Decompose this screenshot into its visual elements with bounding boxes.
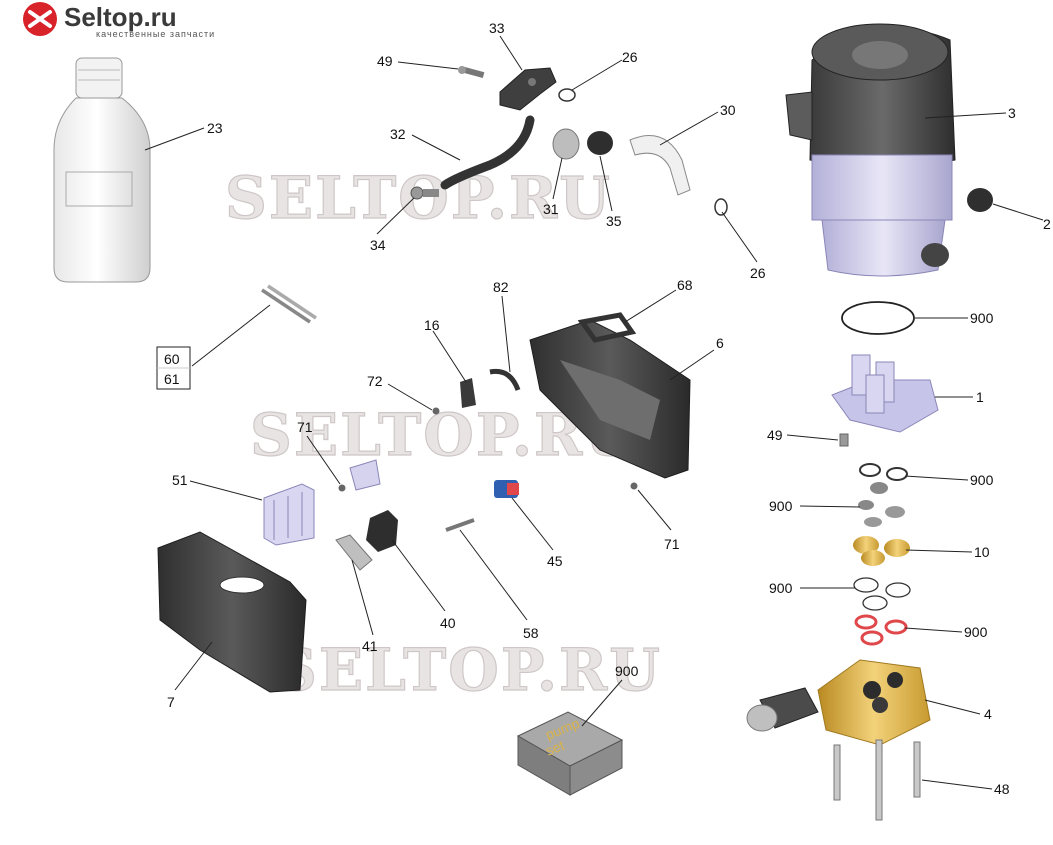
label-4: 4 (984, 706, 992, 722)
leader-lines (144, 35, 1044, 790)
part-900-seal-set (858, 463, 908, 527)
part-30-elbow (629, 135, 691, 196)
label-71: 71 (297, 419, 313, 435)
label-30: 30 (720, 102, 736, 118)
label-51: 51 (172, 472, 188, 488)
pump-set-box: pump set (516, 711, 624, 796)
label-82: 82 (493, 279, 509, 295)
part-82-cable (489, 368, 521, 391)
part-48-bolts (833, 739, 921, 821)
part-900-red-seals (854, 614, 908, 646)
label-32: 32 (390, 126, 406, 142)
part-3-motor (785, 23, 956, 277)
part-2-cap (967, 188, 993, 212)
pump-set-line2: set (543, 737, 566, 759)
part-35-seal (587, 131, 613, 155)
part-31-grommet (552, 128, 580, 160)
label-16: 16 (424, 317, 440, 333)
part-32-hose (440, 115, 535, 190)
label-7: 7 (167, 694, 175, 710)
part-49-screw-2 (839, 433, 849, 447)
wrench-icon (28, 10, 52, 28)
label-49: 49 (377, 53, 393, 69)
label-34: 34 (370, 237, 386, 253)
label-10: 10 (974, 544, 990, 560)
part-40-switch (366, 510, 398, 552)
label-1: 1 (976, 389, 984, 405)
part-4-pump-head (746, 659, 931, 746)
part-49-screw (458, 65, 485, 79)
part-6-housing (529, 319, 691, 479)
seltop-logo: Seltop.ru качественные запчасти (23, 2, 215, 39)
part-26-oring (558, 88, 576, 102)
label-2: 2 (1043, 216, 1051, 232)
label-41: 41 (362, 638, 378, 654)
part-33-bracket (499, 67, 557, 111)
label-3: 3 (1008, 105, 1016, 121)
label-49-2: 49 (767, 427, 783, 443)
label-900: 900 (970, 310, 994, 326)
part-900-oring-large (841, 301, 915, 335)
part-71-screw-2 (630, 482, 638, 490)
part-900-oring-set (853, 577, 911, 611)
part-mount-plate (349, 459, 381, 491)
label-23: 23 (207, 120, 223, 136)
part-10-valves (853, 536, 910, 566)
label-26-2: 26 (750, 265, 766, 281)
label-40: 40 (440, 615, 456, 631)
label-60-61-box: 60 61 (156, 346, 191, 390)
part-26-oring-2 (714, 198, 728, 216)
part-16-clip (460, 378, 476, 408)
label-900-3: 900 (769, 498, 793, 514)
label-33: 33 (489, 20, 505, 36)
part-34-fitting (410, 186, 439, 200)
part-72-screw (432, 407, 440, 415)
label-71-2: 71 (664, 536, 680, 552)
label-900-2: 900 (970, 472, 994, 488)
label-58: 58 (523, 625, 539, 641)
part-23-oil-bottle (53, 57, 151, 283)
part-45-connector (494, 480, 519, 498)
part-1-plunger-assembly (831, 354, 939, 433)
label-48: 48 (994, 781, 1010, 797)
label-72: 72 (367, 373, 383, 389)
part-60-61-rods (261, 284, 317, 324)
part-71-screw (338, 484, 346, 492)
label-900-6: 900 (615, 663, 639, 679)
part-7-cover (157, 531, 307, 693)
label-35: 35 (606, 213, 622, 229)
label-61: 61 (164, 371, 180, 387)
label-900-4: 900 (769, 580, 793, 596)
label-60: 60 (164, 351, 180, 367)
label-26: 26 (622, 49, 638, 65)
label-68: 68 (677, 277, 693, 293)
label-900-5: 900 (964, 624, 988, 640)
label-31: 31 (543, 201, 559, 217)
logo-brand: Seltop.ru (64, 2, 177, 32)
label-6: 6 (716, 335, 724, 351)
part-68-gasket (577, 312, 637, 343)
part-51-terminal-block (263, 483, 315, 546)
logo-tagline: качественные запчасти (96, 29, 215, 39)
label-45: 45 (547, 553, 563, 569)
part-58-pin (445, 518, 475, 532)
watermark-3: SELTOP.RU (275, 636, 662, 704)
